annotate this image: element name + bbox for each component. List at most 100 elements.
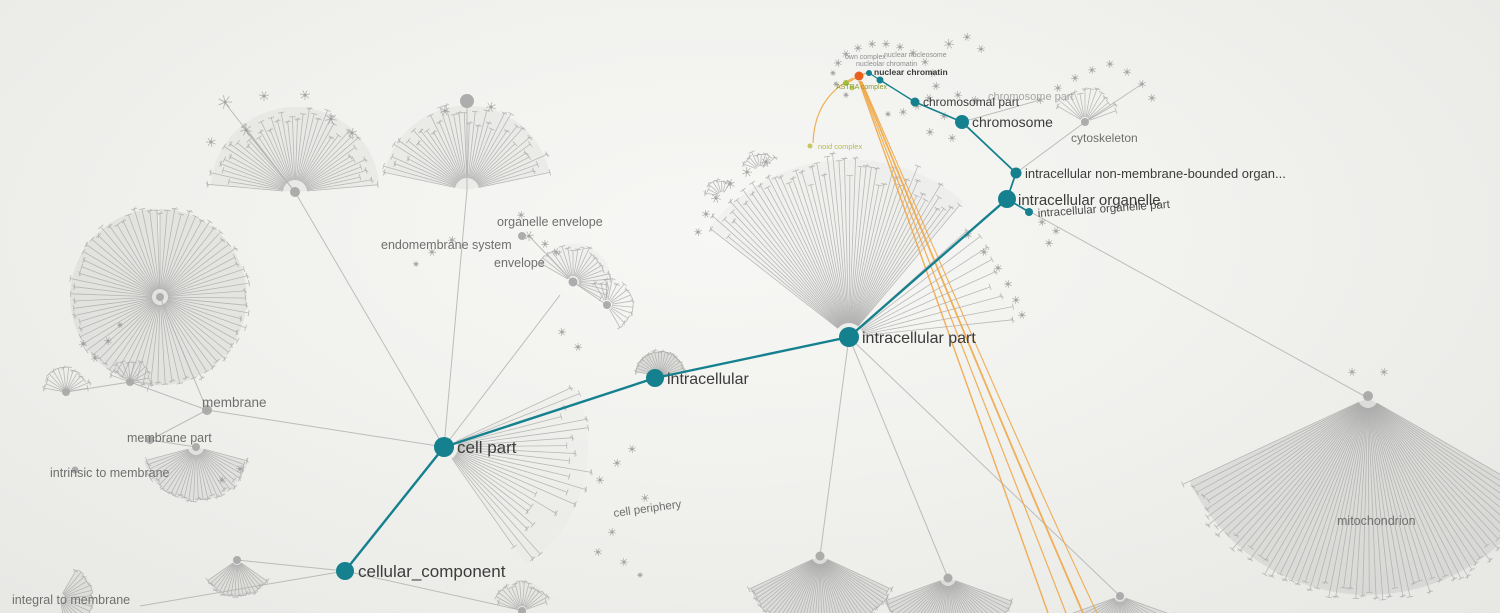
cluster-tick [1247, 558, 1253, 561]
cluster-tick [504, 130, 510, 132]
node-chromosomal_part[interactable] [910, 97, 920, 107]
sprite-tick [442, 112, 445, 116]
node-intracellular[interactable] [646, 369, 664, 387]
sprite-tick [1150, 100, 1152, 102]
node-chromatin_hub[interactable] [876, 76, 884, 84]
cluster-spoke [1373, 405, 1488, 546]
cluster-spoke [304, 156, 351, 186]
node-nuclear_chromatin[interactable] [866, 70, 872, 76]
sprite-tick [698, 228, 700, 231]
cluster-spoke [862, 295, 1002, 334]
node-non_membrane[interactable] [1010, 167, 1022, 179]
cluster-spoke [302, 130, 350, 184]
cluster-spoke [954, 582, 1000, 613]
node-label-intracellular[interactable]: intracellular [667, 371, 749, 388]
cluster-spoke [453, 457, 541, 555]
cluster-tick [222, 143, 227, 150]
cluster-spoke [306, 184, 378, 192]
cluster-spoke [46, 378, 63, 391]
cluster-spoke [202, 450, 242, 475]
cluster-tick [211, 227, 217, 229]
cluster-tick [548, 169, 551, 176]
cluster-tick [999, 294, 1004, 298]
edge-gray [149, 439, 197, 448]
cluster-spoke [160, 210, 168, 290]
sprite-tick [925, 99, 928, 101]
node-label-intracellular_part[interactable]: intracellular part [862, 330, 976, 347]
cluster-tick [565, 489, 569, 496]
node-cellular_component[interactable] [336, 562, 354, 580]
cluster-tick [138, 360, 144, 363]
cluster-spoke [825, 561, 878, 609]
cluster-tick [595, 259, 601, 265]
cluster-spoke [239, 564, 256, 594]
cluster-spoke [202, 451, 241, 479]
sprite-tick [968, 34, 971, 37]
node-label-non_membrane[interactable]: intracellular non-membrane-bounded organ… [1025, 166, 1286, 181]
node-sprite [693, 228, 702, 237]
node-layer [336, 70, 1033, 580]
cluster-spoke [1239, 405, 1362, 551]
cluster-tick [624, 289, 630, 291]
sprite-tick [726, 185, 729, 188]
cluster-spoke [93, 301, 155, 355]
cluster-spoke [52, 370, 65, 389]
cluster-spoke [474, 127, 523, 182]
cluster-spoke [853, 184, 900, 324]
cluster-spoke [146, 448, 189, 461]
cluster-tick [247, 309, 250, 317]
cluster-spoke [1087, 97, 1106, 119]
cluster-spoke [1375, 404, 1500, 516]
node-label-cellular_component[interactable]: cellular_component [358, 562, 506, 581]
sprite-tick [981, 45, 983, 48]
sprite-tick [83, 346, 85, 348]
node-label-chromosomal_part[interactable]: chromosomal part [923, 95, 1020, 109]
cluster-spoke [98, 235, 155, 292]
node-label-chromosome[interactable]: chromosome [972, 114, 1053, 130]
cluster-spoke [832, 153, 849, 324]
node-dna_protein_hub[interactable] [854, 71, 864, 81]
sprite-tick [643, 500, 645, 502]
sprite-tick [223, 95, 225, 100]
sprite-tick [839, 63, 842, 66]
cluster-tick [1261, 572, 1268, 577]
cluster-spoke [1373, 405, 1491, 561]
node-cell_part[interactable] [434, 437, 454, 457]
cluster-spoke [258, 137, 289, 183]
cluster-spoke [197, 454, 209, 500]
cluster-tick [1205, 524, 1211, 526]
node-intracellular_part[interactable] [839, 327, 859, 347]
cluster-spoke [826, 559, 888, 593]
cluster-wedge [1073, 596, 1167, 613]
sprite-tick [1022, 316, 1025, 319]
cluster-tick [706, 186, 710, 193]
graph-dot [126, 378, 134, 386]
cluster-tick [532, 587, 539, 592]
cluster-spoke [826, 560, 887, 601]
cluster-spoke [68, 376, 81, 390]
node-label-cell_part[interactable]: cell part [457, 438, 517, 457]
sprite-core [1150, 96, 1154, 100]
node-label-nuclear_chromatin[interactable]: nuclear chromatin [874, 67, 948, 77]
cluster-spoke [767, 187, 843, 325]
sprite-core [598, 478, 602, 482]
cluster-spoke [128, 304, 158, 382]
cluster-tick [219, 493, 226, 498]
cluster-tick [1466, 573, 1469, 579]
cluster-spoke [162, 304, 187, 379]
node-intracellular_organelle[interactable] [998, 190, 1016, 208]
sprite-tick [931, 128, 933, 131]
sprite-tick [218, 102, 224, 106]
sprite-tick [1093, 68, 1096, 70]
cluster-tick [948, 206, 954, 208]
node-label-intracellular_organelle[interactable]: intracellular organelle [1018, 192, 1161, 209]
node-organelle_part[interactable] [1025, 208, 1033, 216]
sprite-tick [998, 269, 1001, 272]
node-chromosome[interactable] [955, 115, 969, 129]
cluster-spoke [1113, 601, 1119, 613]
sprite-tick [977, 100, 979, 102]
node-sprite [541, 239, 549, 248]
cluster-spoke [142, 304, 159, 385]
